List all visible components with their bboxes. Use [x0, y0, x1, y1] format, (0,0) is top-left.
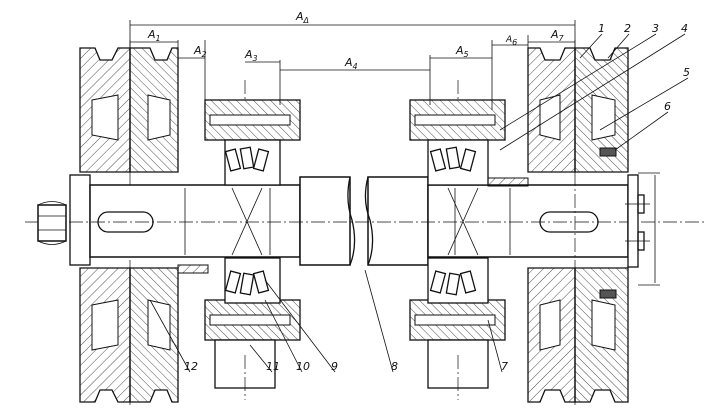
left-nut — [37, 201, 67, 245]
dim-a1: A1 — [147, 28, 161, 43]
right-lower-rollers — [429, 270, 477, 296]
right-pulley — [527, 40, 629, 405]
dim-a2: A2 — [193, 44, 207, 59]
leader-lines — [149, 33, 689, 373]
dim-a6: A6 — [505, 35, 517, 47]
callout-8: 8 — [391, 360, 398, 373]
callout-4: 4 — [681, 22, 688, 35]
callout-10: 10 — [296, 360, 310, 373]
dim-a5: A5 — [455, 44, 469, 59]
left-pulley — [79, 40, 179, 405]
callout-11: 11 — [266, 360, 280, 373]
dim-a7: A7 — [550, 28, 565, 43]
dimension-lines — [129, 20, 576, 110]
callout-5: 5 — [683, 66, 690, 79]
callout-6: 6 — [664, 100, 671, 113]
left-upper-rollers — [224, 146, 270, 172]
right-upper-rollers — [429, 146, 477, 172]
left-lower-rollers — [224, 270, 270, 296]
callout-9: 9 — [331, 360, 338, 373]
left-bearing-assembly — [177, 80, 301, 400]
callout-7: 7 — [501, 360, 508, 373]
key-part — [599, 147, 617, 157]
shaft — [25, 174, 705, 266]
callout-1: 1 — [598, 22, 605, 35]
right-bearing-assembly — [409, 80, 529, 400]
dim-a3: A3 — [244, 48, 258, 63]
callout-3: 3 — [652, 22, 659, 35]
dim-a4: A4 — [344, 56, 358, 71]
callout-2: 2 — [624, 22, 631, 35]
callout-12: 12 — [184, 360, 198, 373]
dim-a-sigma: AΔ — [295, 10, 309, 25]
right-end-plate — [625, 172, 660, 286]
